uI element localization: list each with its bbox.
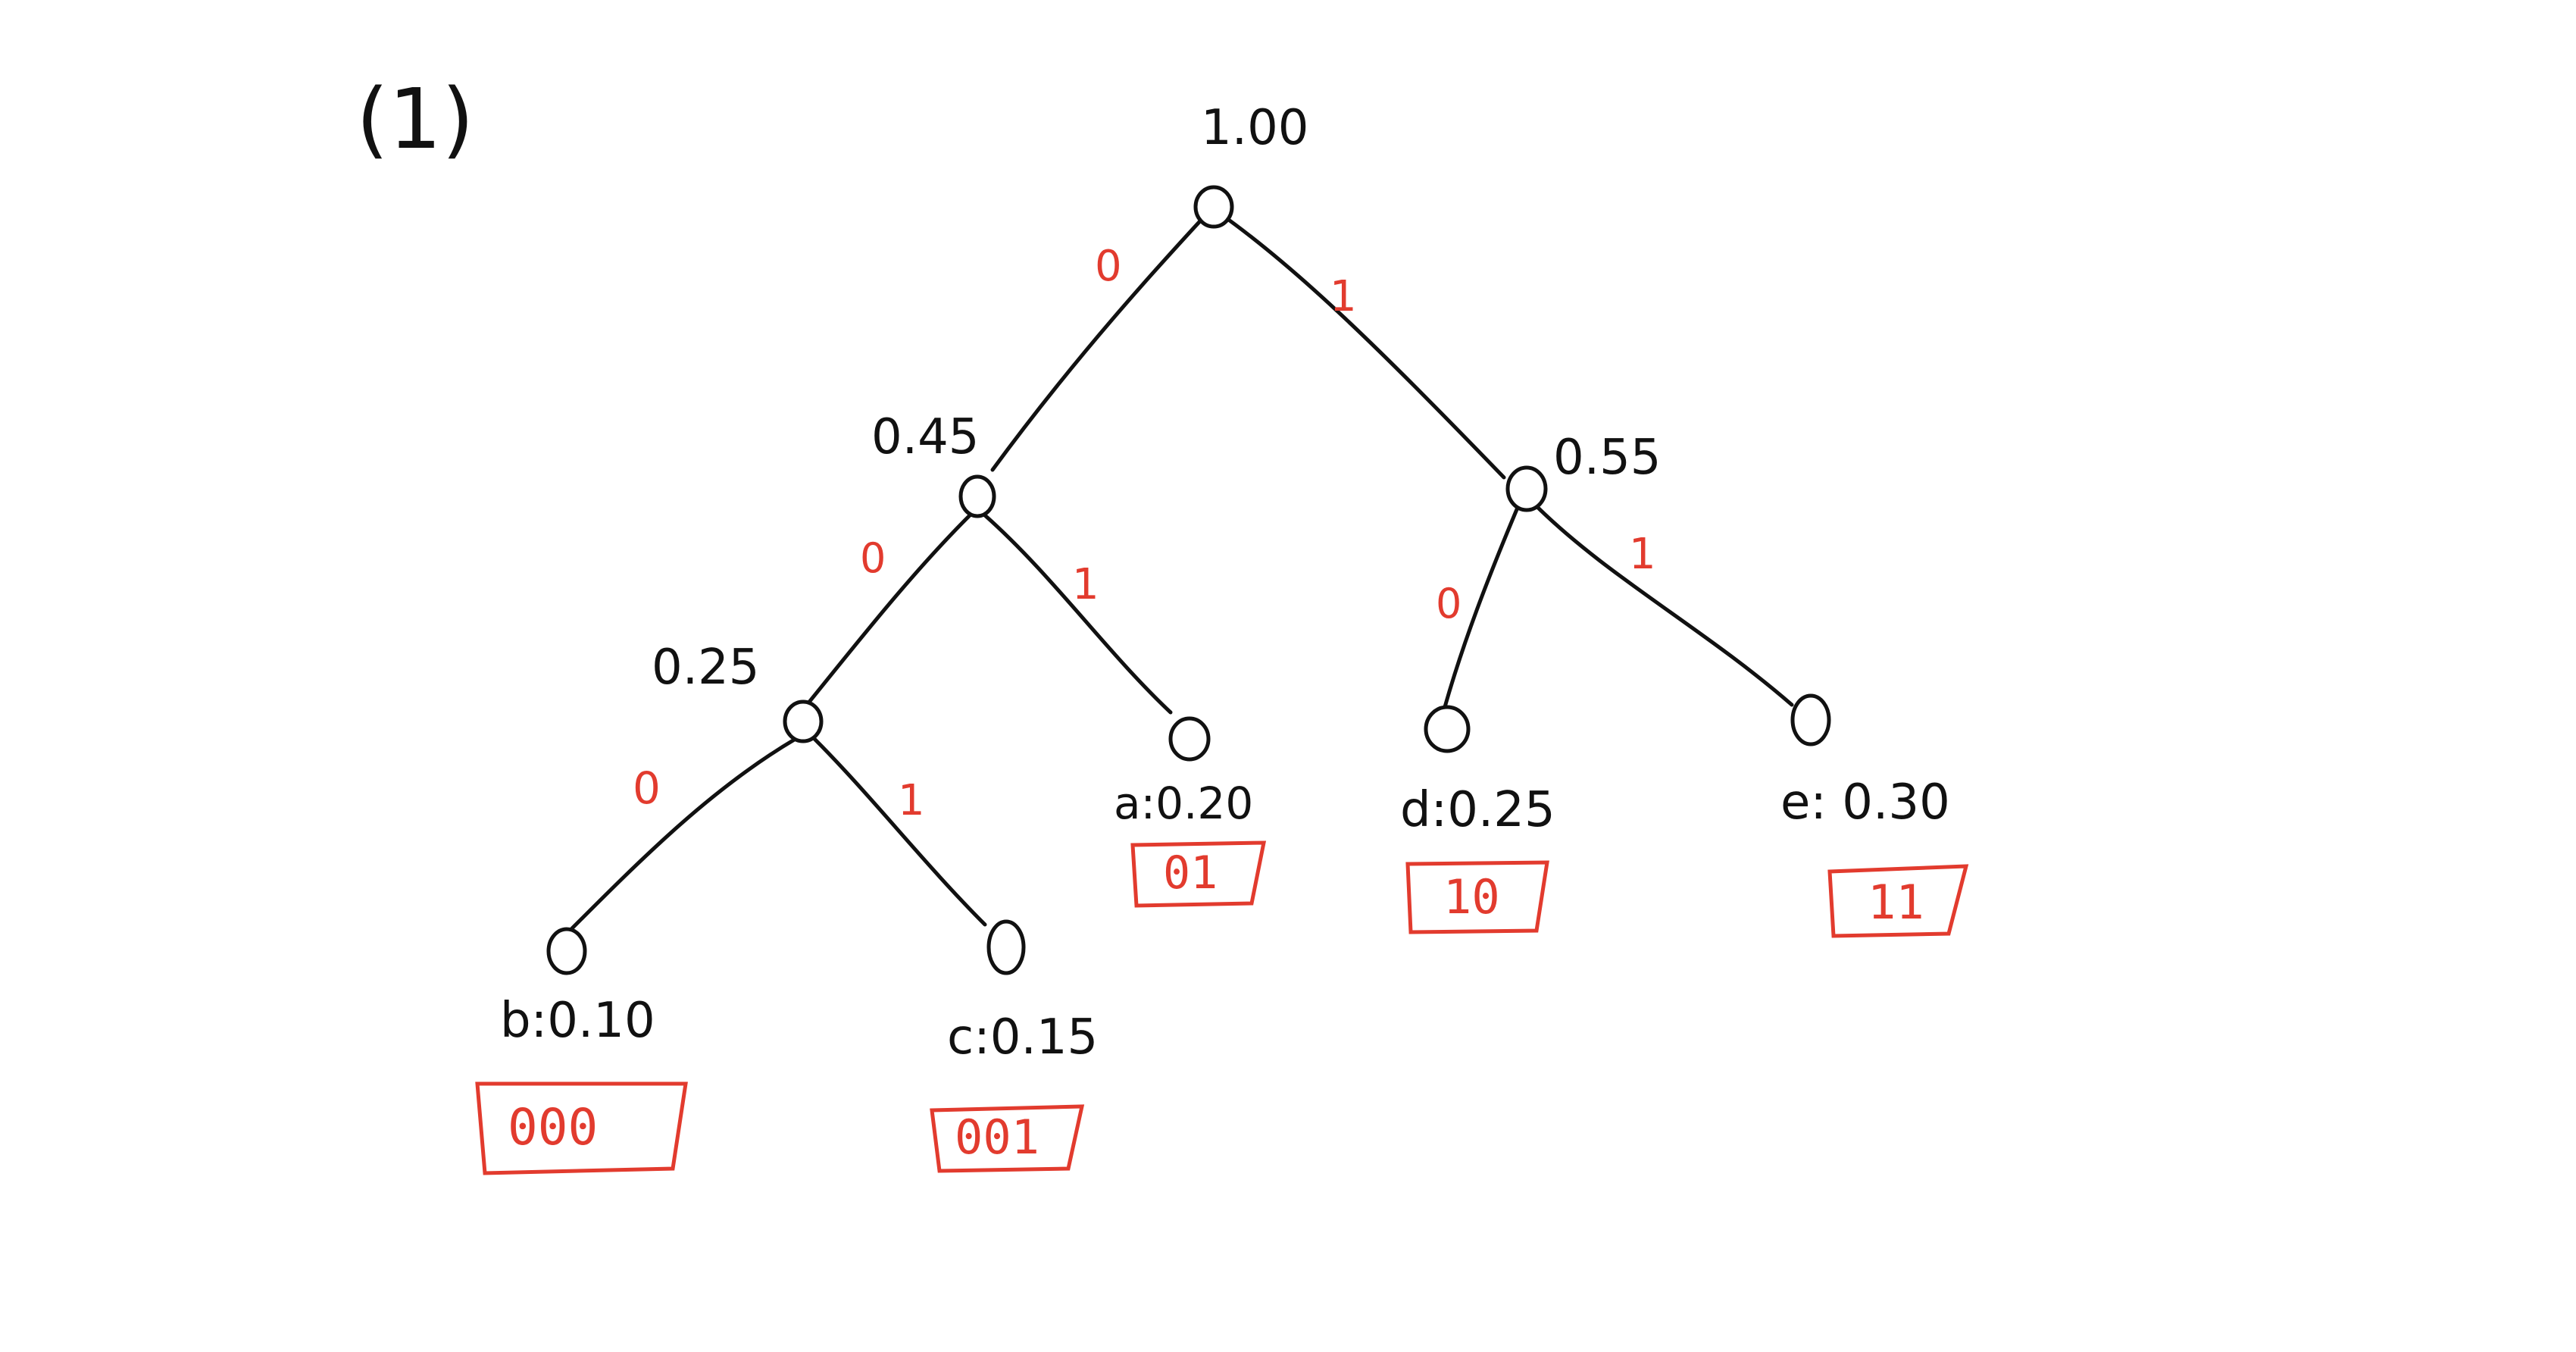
leaf-c-code-box [930,1104,1085,1173]
leaf-c-node [986,919,1026,975]
edge-045-right-bit: 1 [1072,560,1099,609]
edge-045-left-bit: 0 [860,534,886,582]
leaf-b-code: 000 [508,1098,598,1156]
node-025 [783,699,824,743]
leaf-d-code: 10 [1443,869,1500,925]
leaf-e-label: e: 0.30 [1780,775,1950,831]
edge-025-left [570,737,798,931]
leaf-e-node [1790,693,1831,746]
part-label: (1) [356,70,474,167]
leaf-c-label: c:0.15 [947,1009,1098,1066]
node-055-label: 0.55 [1553,430,1662,486]
edge-root-left-bit: 0 [1095,242,1122,291]
edge-root-left [990,212,1208,472]
leaf-e-code-box [1827,864,1969,938]
edge-root-right [1219,212,1506,480]
leaf-a-code-box [1130,840,1267,908]
leaf-e-code: 11 [1868,875,1924,930]
leaf-d-node [1424,705,1471,753]
leaf-b-node [546,927,587,975]
edge-055-left-bit: 0 [1436,580,1462,627]
node-045-label: 0.45 [871,409,980,465]
root-label: 1.00 [1201,100,1309,156]
node-055 [1505,465,1548,512]
leaf-c-code: 001 [955,1109,1039,1165]
leaf-a-label: a:0.20 [1114,778,1253,829]
leaf-b-label: b:0.10 [500,993,655,1049]
leaf-a-node [1168,716,1211,762]
edge-055-right [1532,502,1794,707]
leaf-d-code-box [1405,860,1549,934]
edge-root-right-bit: 1 [1330,272,1357,321]
edge-045-left [805,513,972,707]
leaf-b-code-box [475,1081,688,1175]
node-045 [958,474,996,518]
node-025-label: 0.25 [652,640,760,696]
edge-045-right [983,513,1173,715]
leaf-a-code: 01 [1163,847,1218,900]
edge-025-right-bit: 1 [898,776,925,825]
edge-055-left [1441,502,1521,715]
node-root [1193,185,1234,229]
edge-025-left-bit: 0 [633,762,661,814]
edge-055-right-bit: 1 [1629,530,1656,579]
edge-025-right [812,737,987,927]
leaf-d-label: d:0.25 [1400,782,1555,838]
